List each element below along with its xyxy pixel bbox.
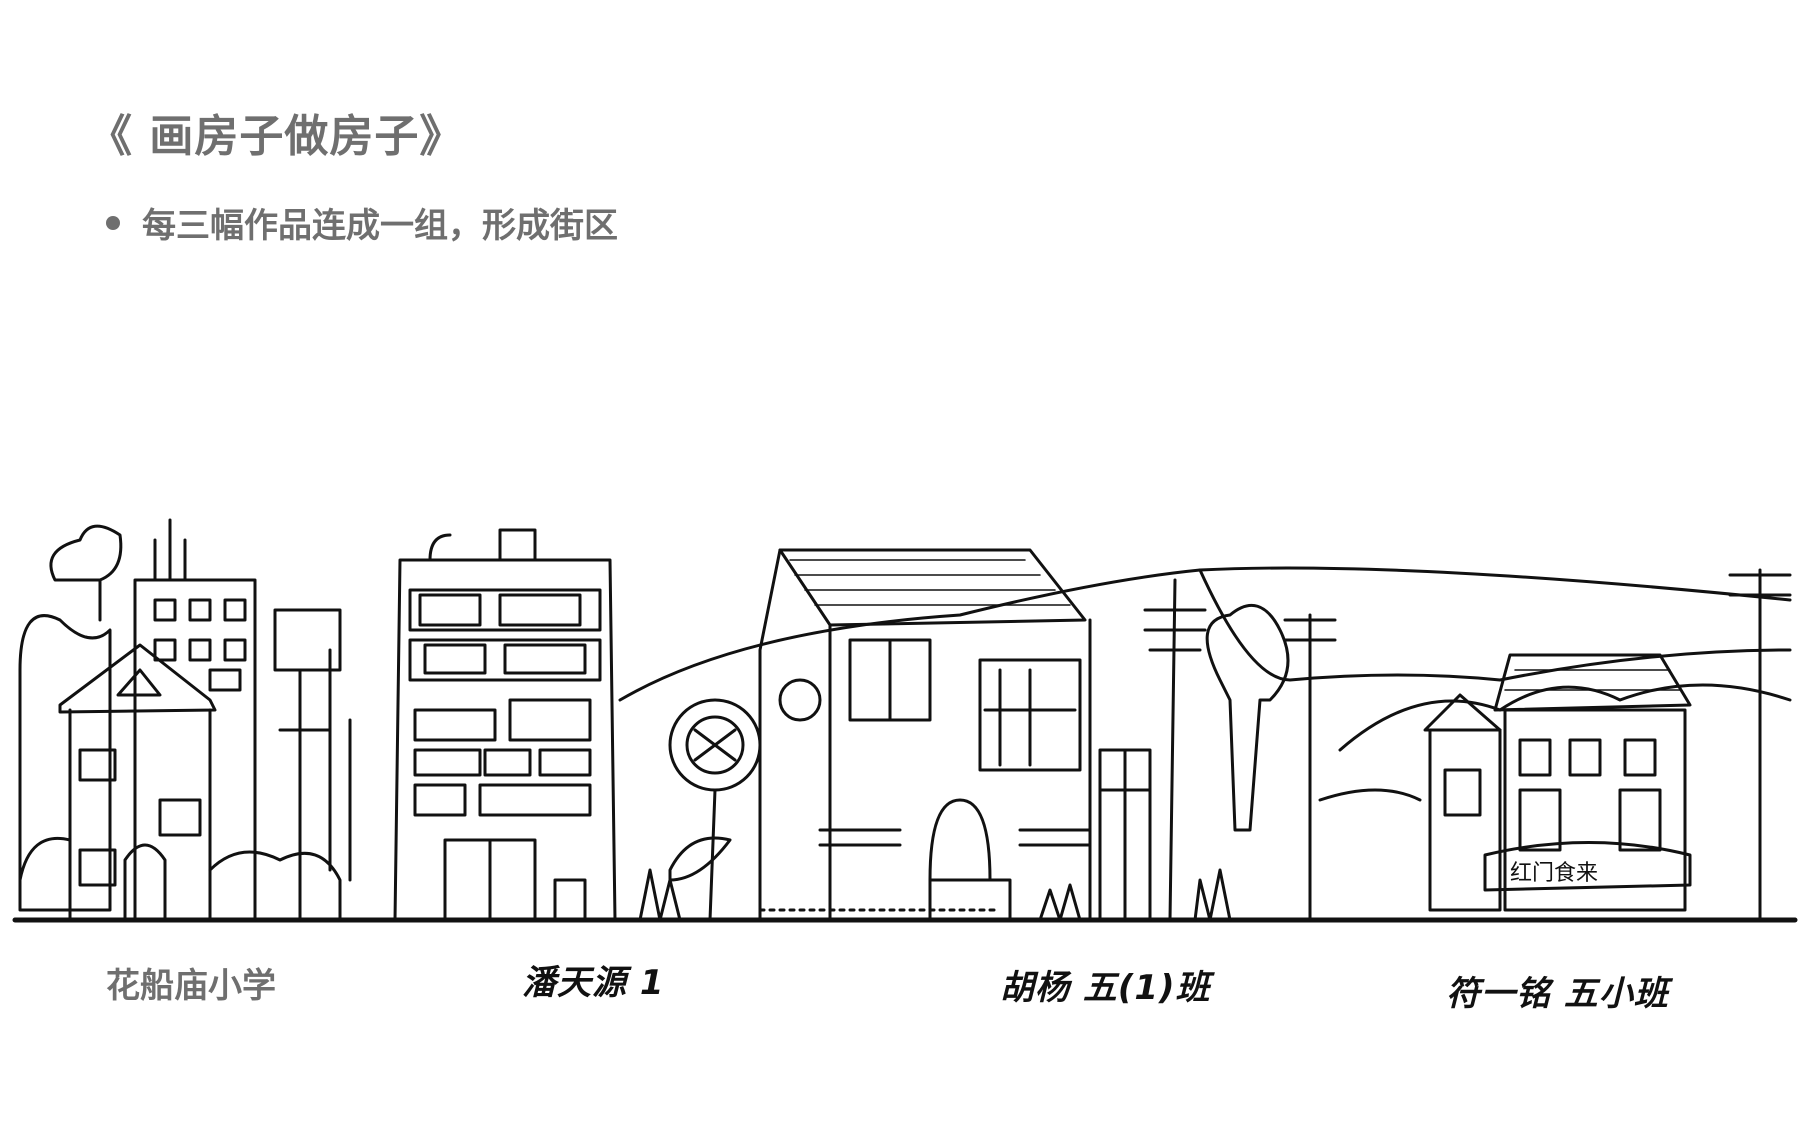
slide-title: 《 画房子做房子》 xyxy=(88,111,465,162)
shop-house-drawing xyxy=(1423,653,1692,912)
tall-apartment-drawing xyxy=(393,528,617,922)
apartment-block-drawing xyxy=(133,518,352,922)
school-caption: 花船庙小学 xyxy=(106,966,276,1006)
bullet-point: 每三幅作品连成一组，形成街区 xyxy=(106,198,618,247)
grass-drawing xyxy=(1038,883,1082,922)
shop-sign-text: 红门食来 xyxy=(1510,861,1598,886)
tree-drawing xyxy=(1193,604,1290,922)
bullet-text: 每三幅作品连成一组，形成街区 xyxy=(142,206,618,246)
power-line xyxy=(1198,566,1792,602)
street-drawing: 红门食来 xyxy=(12,518,1798,923)
hill-line xyxy=(1318,788,1422,802)
utility-pole-drawing xyxy=(1143,578,1207,922)
sunflower-drawing xyxy=(668,698,762,922)
grass-drawing xyxy=(638,868,682,922)
power-line xyxy=(618,568,1792,702)
artist-signature-2: 胡杨 五(1)班 xyxy=(1000,968,1211,1008)
artist-signature-3: 符一铭 五小班 xyxy=(1446,974,1669,1014)
utility-pole-drawing xyxy=(1283,568,1792,922)
artist-signature-1: 潘天源 1 xyxy=(522,963,665,1003)
hill-line xyxy=(1338,683,1792,752)
tiled-roof-house-drawing xyxy=(758,548,1152,922)
cottage-drawing xyxy=(18,524,342,922)
bullet-dot-icon xyxy=(106,215,120,230)
